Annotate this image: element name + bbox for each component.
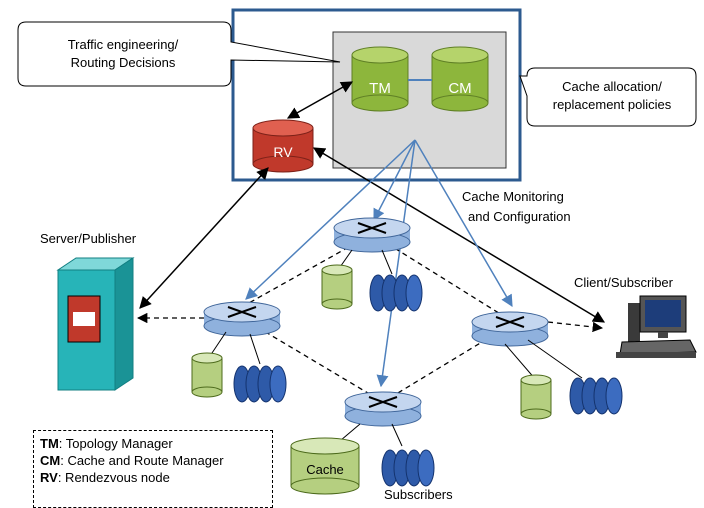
legend-item-tm: TM: Topology Manager bbox=[40, 435, 266, 452]
traffic-line-1: Traffic engineering/ bbox=[67, 37, 179, 52]
tm-cylinder bbox=[351, 46, 409, 112]
traffic-line-2: Routing Decisions bbox=[70, 55, 176, 70]
subscribers-right bbox=[527, 339, 623, 415]
rv-cylinder bbox=[252, 119, 314, 173]
cache-small-right bbox=[504, 343, 552, 420]
cache-callout bbox=[519, 67, 697, 127]
legend-item-cm: CM: Cache and Route Manager bbox=[40, 452, 266, 469]
router-right bbox=[471, 311, 549, 347]
traffic-callout-text: Traffic engineering/ Routing Decisions bbox=[28, 36, 218, 72]
router-left bbox=[203, 301, 281, 337]
legend-key-tm: TM bbox=[40, 436, 59, 451]
subscribers-bottom bbox=[381, 423, 435, 487]
cm-label: CM bbox=[448, 80, 471, 97]
server-label: Server/Publisher bbox=[40, 231, 137, 246]
cache-policy-line-1: Cache allocation/ bbox=[562, 79, 662, 94]
cache-large-bottom bbox=[290, 423, 361, 495]
rv-label: RV bbox=[273, 144, 293, 160]
tm-label: TM bbox=[369, 80, 391, 97]
legend-desc-tm: : Topology Manager bbox=[58, 436, 173, 451]
subscribers-top bbox=[369, 249, 423, 312]
legend-key-cm: CM bbox=[40, 453, 61, 468]
cache-label: Cache bbox=[306, 462, 344, 477]
cache-small-left bbox=[191, 331, 227, 398]
subscribers-label: Subscribers bbox=[384, 487, 453, 502]
tm-rv-arrow bbox=[286, 81, 354, 119]
legend-desc-rv: : Rendezvous node bbox=[57, 470, 170, 485]
server-icon bbox=[56, 257, 135, 391]
legend-box: TM: Topology Manager CM: Cache and Route… bbox=[33, 430, 273, 508]
monitoring-label-2: and Configuration bbox=[468, 209, 571, 224]
rv-server-arrow bbox=[139, 167, 269, 309]
router-top bbox=[333, 217, 411, 253]
cache-policy-line-2: replacement policies bbox=[552, 97, 672, 112]
subscribers-left bbox=[233, 333, 287, 403]
cache-callout-text: Cache allocation/ replacement policies bbox=[532, 78, 692, 114]
legend-desc-cm: : Cache and Route Manager bbox=[60, 453, 224, 468]
client-label: Client/Subscriber bbox=[574, 275, 673, 290]
router-bottom bbox=[344, 391, 422, 427]
traffic-callout bbox=[17, 21, 341, 87]
legend-key-rv: RV bbox=[40, 470, 58, 485]
monitoring-arrows bbox=[245, 139, 513, 388]
cache-small-top bbox=[321, 249, 353, 310]
monitoring-label-1: Cache Monitoring bbox=[462, 189, 564, 204]
legend-item-rv: RV: Rendezvous node bbox=[40, 469, 266, 486]
cm-cylinder bbox=[431, 46, 489, 112]
rv-client-arrow bbox=[312, 147, 606, 323]
client-computer-icon bbox=[616, 295, 697, 358]
